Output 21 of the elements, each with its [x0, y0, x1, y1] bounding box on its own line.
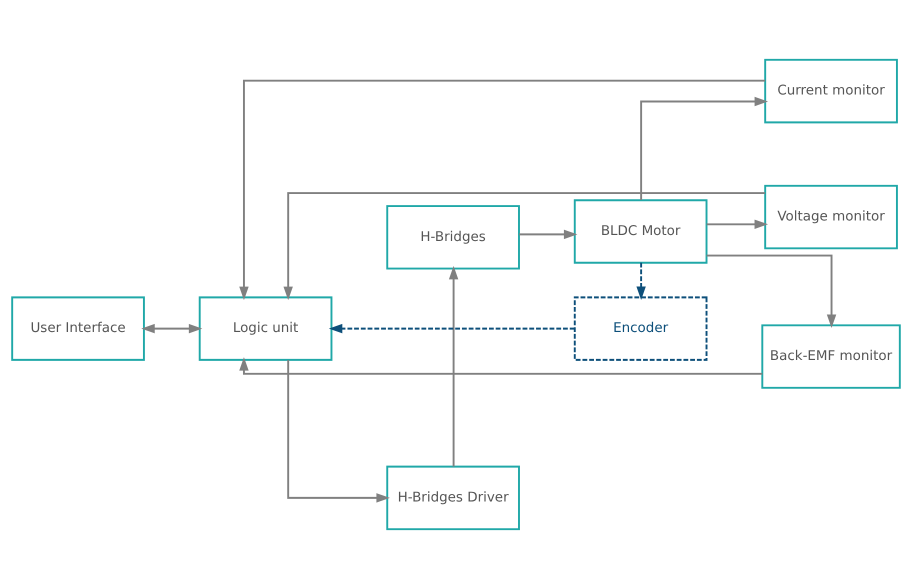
- arrow: [141, 323, 202, 333]
- arrow: [519, 229, 578, 239]
- node-box: Logic unit: [198, 296, 332, 360]
- node-box: Voltage monitor: [764, 184, 898, 249]
- node-box: User Interface: [11, 296, 145, 360]
- node-box: H-Bridges: [386, 204, 520, 269]
- arrow: [706, 254, 836, 328]
- arrow: [328, 323, 574, 333]
- arrow: [706, 219, 768, 229]
- arrow: [239, 79, 766, 300]
- node-box: Encoder: [574, 296, 708, 360]
- node-box: H-Bridges Driver: [386, 465, 520, 530]
- arrow: [640, 96, 768, 200]
- arrow: [287, 360, 390, 502]
- arrow: [283, 192, 766, 300]
- node-box: Current monitor: [764, 58, 898, 123]
- arrow: [448, 265, 458, 466]
- node-box: Back-EMF monitor: [761, 324, 901, 388]
- arrow: [239, 356, 762, 374]
- arrow: [636, 262, 646, 300]
- node-box: BLDC Motor: [574, 198, 708, 264]
